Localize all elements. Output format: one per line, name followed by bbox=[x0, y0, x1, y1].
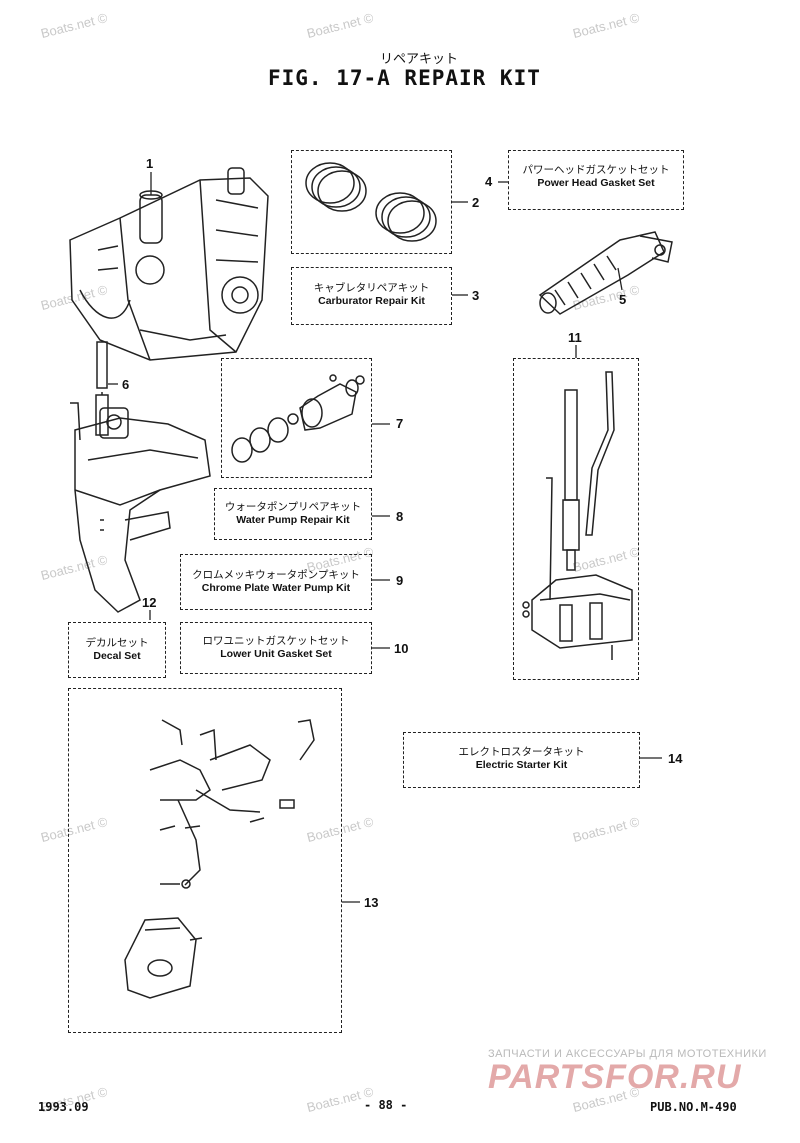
part-number-4: 4 bbox=[485, 174, 493, 189]
part-number-1: 1 bbox=[146, 156, 154, 171]
item-box-14 bbox=[403, 732, 640, 788]
item-label-14-jp: エレクトロスタータキット bbox=[458, 746, 585, 758]
item-label-4-jp: パワーヘッドガスケットセット bbox=[522, 164, 670, 176]
item-label-9-jp: クロムメッキウォータポンプキット bbox=[192, 569, 360, 581]
part-number-8: 8 bbox=[396, 509, 404, 524]
part-number-2: 2 bbox=[472, 195, 480, 210]
part-number-5: 5 bbox=[619, 292, 627, 307]
part-number-7: 7 bbox=[396, 416, 404, 431]
item-label-3-en: Carburator Repair Kit bbox=[318, 295, 425, 307]
item-label-12-jp: デカルセット bbox=[85, 637, 149, 649]
brand-logo: PARTSFOR.RU bbox=[488, 1058, 742, 1096]
page-title-japanese: リペアキット bbox=[380, 52, 459, 67]
item-label-12: デカルセット Decal Set bbox=[68, 637, 166, 663]
item-label-10: ロワユニットガスケットセット Lower Unit Gasket Set bbox=[180, 635, 372, 661]
item-box-12 bbox=[68, 622, 166, 678]
item-label-9: クロムメッキウォータポンプキット Chrome Plate Water Pump… bbox=[180, 569, 372, 595]
part-number-3: 3 bbox=[472, 288, 480, 303]
item-label-10-jp: ロワユニットガスケットセット bbox=[202, 635, 350, 647]
item-label-14-en: Electric Starter Kit bbox=[475, 759, 568, 771]
footer-page-number: - 88 - bbox=[364, 1098, 408, 1112]
footer-publication-number: PUB.NO.M-490 bbox=[650, 1100, 737, 1114]
item-box-9 bbox=[180, 554, 372, 610]
tiller-grip-illustration bbox=[538, 231, 673, 315]
item-box-11 bbox=[513, 358, 639, 680]
part-number-9: 9 bbox=[396, 573, 404, 588]
water-pump-parts-illustration bbox=[231, 374, 365, 463]
item-box-10 bbox=[180, 622, 372, 674]
item-label-12-en: Decal Set bbox=[93, 650, 141, 662]
item-box-13 bbox=[68, 688, 342, 1033]
part-number-14: 14 bbox=[668, 751, 683, 766]
drive-shaft-illustration bbox=[95, 341, 109, 436]
part-number-12: 12 bbox=[142, 595, 157, 610]
item-box-2 bbox=[291, 150, 452, 254]
item-label-4-en: Power Head Gasket Set bbox=[537, 177, 655, 189]
item-label-9-en: Chrome Plate Water Pump Kit bbox=[201, 582, 351, 594]
brand-subtitle: ЗАПЧАСТИ И АКСЕССУАРЫ ДЛЯ МОТОТЕХНИКИ bbox=[488, 1048, 767, 1060]
item-box-7 bbox=[221, 358, 372, 478]
part-number-10: 10 bbox=[394, 641, 409, 656]
item-label-4: パワーヘッドガスケットセット Power Head Gasket Set bbox=[508, 164, 684, 190]
part-number-13: 13 bbox=[364, 895, 379, 910]
power-head-illustration bbox=[69, 167, 269, 361]
item-box-8 bbox=[214, 488, 372, 540]
shaft-housing-illustration bbox=[522, 371, 633, 660]
footer-date: 1993.09 bbox=[38, 1100, 89, 1114]
lower-unit-illustration bbox=[70, 402, 211, 613]
item-label-3: キャブレタリペアキット Carburator Repair Kit bbox=[291, 282, 452, 308]
page-title: FIG. 17-A REPAIR KIT bbox=[268, 66, 541, 90]
item-label-14: エレクトロスタータキット Electric Starter Kit bbox=[403, 746, 640, 772]
starter-parts-illustration bbox=[124, 719, 315, 999]
part-number-6: 6 bbox=[122, 377, 130, 392]
part-number-11: 11 bbox=[568, 330, 582, 345]
item-label-3-jp: キャブレタリペアキット bbox=[313, 282, 430, 294]
item-label-8: ウォータポンプリペアキット Water Pump Repair Kit bbox=[214, 501, 372, 527]
piston-rings-illustration bbox=[305, 162, 437, 242]
item-box-4 bbox=[508, 150, 684, 210]
item-label-8-jp: ウォータポンプリペアキット bbox=[224, 501, 362, 513]
item-box-3 bbox=[291, 267, 452, 325]
item-label-8-en: Water Pump Repair Kit bbox=[236, 514, 350, 526]
item-label-10-en: Lower Unit Gasket Set bbox=[220, 648, 332, 660]
